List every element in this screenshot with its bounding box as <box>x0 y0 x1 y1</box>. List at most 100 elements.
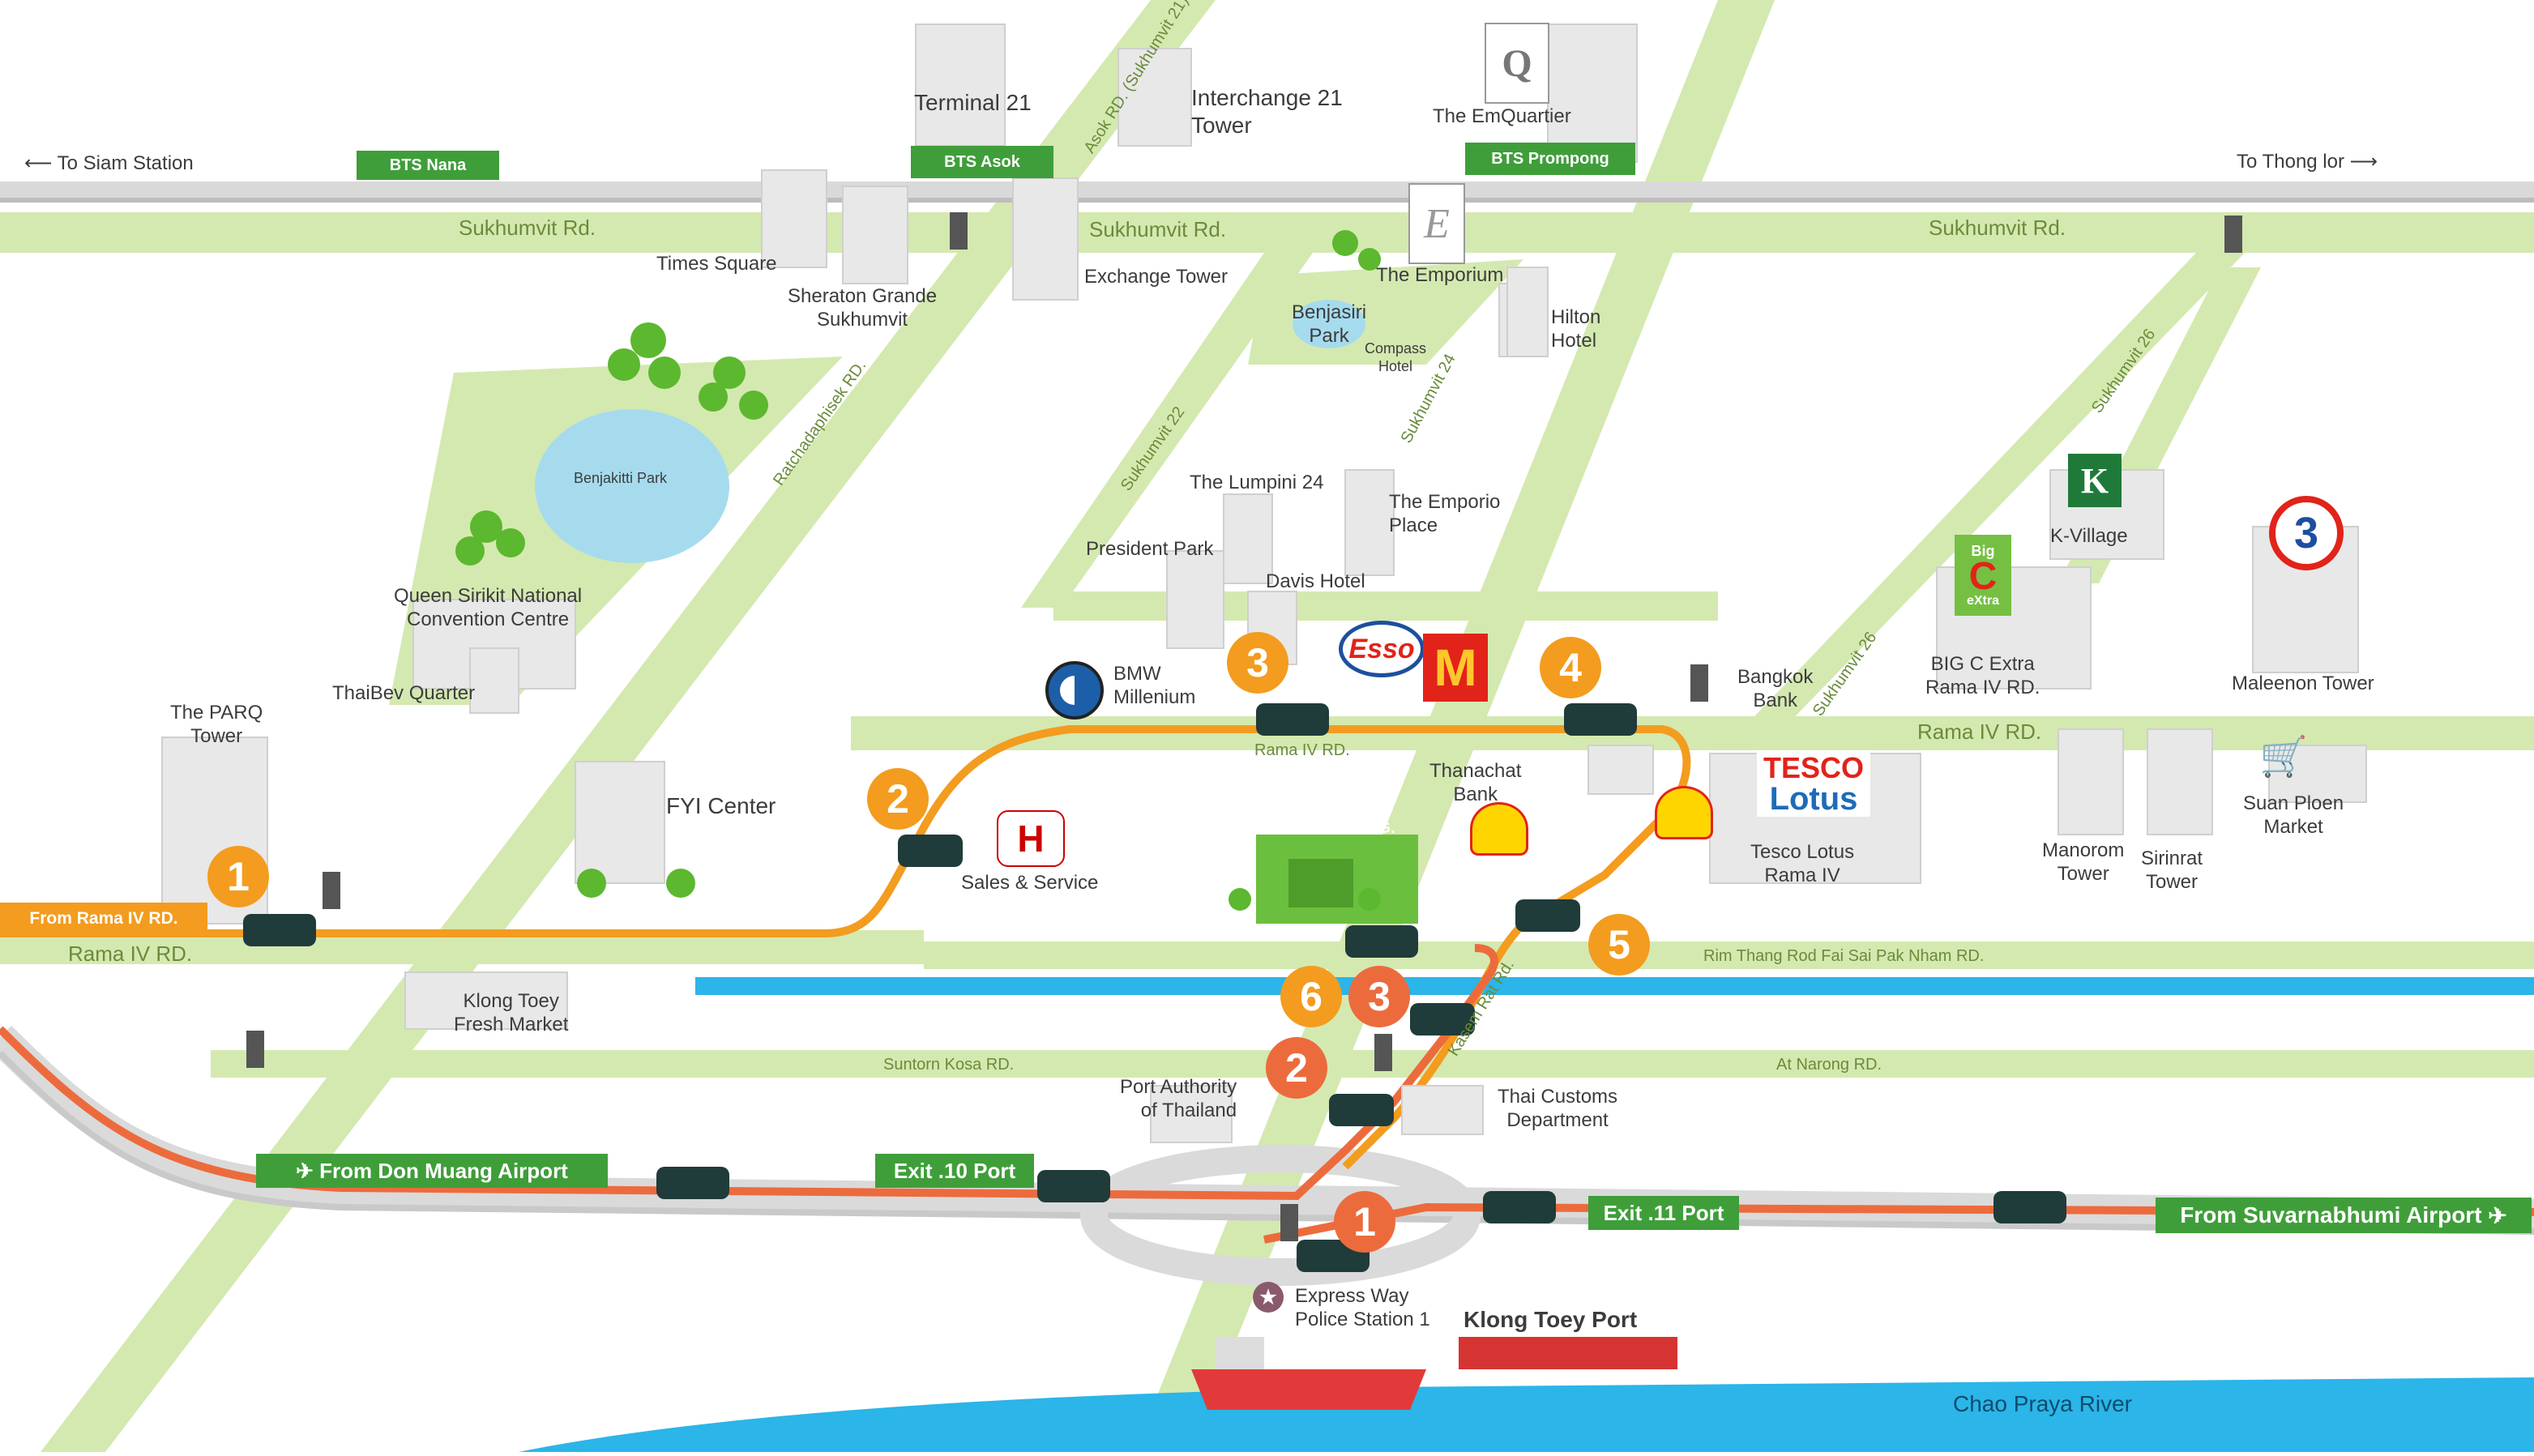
airplane-icon: ✈ <box>2481 1202 2507 1228</box>
route-step-4-badge: 4 <box>1540 637 1601 698</box>
car-icon <box>1483 1191 1556 1223</box>
rama4-label-right: Rama IV RD. <box>1917 719 2042 744</box>
port-ship <box>1191 1337 1677 1410</box>
benjakitti-lake <box>535 409 729 563</box>
terminal21-building <box>915 23 1006 147</box>
emquartier-logo: Q <box>1485 23 1549 104</box>
traffic-light-icon <box>1690 664 1708 702</box>
fyi-label: FYI Center <box>666 793 776 818</box>
trees <box>455 230 1381 911</box>
honda-logo: H <box>997 810 1065 867</box>
rama4-label-mid: Rama IV RD. <box>1254 741 1350 759</box>
emporium-logo: E <box>1408 183 1465 264</box>
suntorn-kosa-label: Suntorn Kosa RD. <box>883 1056 1015 1074</box>
traffic-lights <box>246 212 2242 1241</box>
police-star-icon: ★ <box>1253 1282 1284 1313</box>
car-icon <box>1410 1003 1475 1035</box>
bts-track <box>0 181 2534 203</box>
fyi-building <box>575 761 665 884</box>
cars <box>243 703 2066 1272</box>
traffic-light-icon <box>1374 1034 1392 1071</box>
president-park-building <box>1166 550 1224 649</box>
lumpini24-label: The Lumpini 24 <box>1190 472 1324 493</box>
sukhumvit-label-2: Sukhumvit Rd. <box>1089 217 1227 241</box>
thaibev-building <box>469 647 519 714</box>
expressway-step-3-badge: 3 <box>1348 966 1410 1027</box>
bts-nana-sign: BTS Nana <box>357 151 499 180</box>
route-step-5-badge: 5 <box>1588 914 1650 976</box>
bigc-logo: Big C eXtra <box>1955 535 2011 616</box>
tesco-logo: TESCO Lotus <box>1757 752 1870 817</box>
traffic-light-icon <box>2224 216 2242 253</box>
maleenon-label: Maleenon Tower <box>2232 672 2374 694</box>
interchange21-building <box>1117 48 1192 147</box>
car-icon <box>656 1167 729 1199</box>
bangkok-bank-building <box>1587 745 1654 795</box>
traffic-light-icon <box>1280 1204 1298 1241</box>
shell-logo-icon <box>1470 802 1528 856</box>
route-step-2-badge: 2 <box>867 768 929 830</box>
river <box>519 1377 2534 1452</box>
airplane-icon: ✈ <box>296 1158 320 1183</box>
car-icon <box>1256 703 1329 736</box>
rama4-label-left: Rama IV RD. <box>68 941 193 966</box>
president-park-label: President Park <box>1086 538 1214 560</box>
traffic-light-icon <box>323 872 340 909</box>
to-thonglor-label: To Thong lor ⟶ <box>2237 151 2378 173</box>
car-icon <box>1345 925 1418 958</box>
rim-thang-rod-road <box>924 941 2534 969</box>
klong-toey-port-label: Klong Toey Port <box>1464 1307 1638 1332</box>
sukhumvit-road <box>0 212 2534 253</box>
expressway-step-2-badge: 2 <box>1266 1037 1327 1099</box>
hilton-building <box>1506 267 1549 357</box>
kvillage-logo: K <box>2068 454 2122 507</box>
terminal21-label: Terminal 21 <box>914 90 1032 115</box>
davis-label: Davis Hotel <box>1266 570 1365 592</box>
lumpini24-building <box>1223 493 1273 584</box>
at-narong-label: At Narong RD. <box>1776 1056 1882 1074</box>
sukhumvit-label-1: Sukhumvit Rd. <box>459 216 596 240</box>
klong-toey-market-building <box>404 971 568 1030</box>
port-authority-building <box>1150 1085 1233 1143</box>
car-icon <box>1993 1191 2066 1223</box>
car-icon <box>1329 1094 1394 1126</box>
manorom-building <box>2058 728 2124 835</box>
emquartier-building <box>1547 23 1638 163</box>
bmw-logo <box>1045 661 1104 719</box>
from-suvarnabhumi-sign: From Suvarnabhumi Airport ✈ <box>2156 1198 2532 1233</box>
car-icon <box>1037 1170 1110 1202</box>
from-don-muang-sign: ✈ From Don Muang Airport <box>256 1154 608 1188</box>
emporium-label: The Emporium <box>1376 264 1504 286</box>
sukhumvit-label-3: Sukhumvit Rd. <box>1929 216 2066 240</box>
route-step-6-badge: 6 <box>1280 966 1342 1027</box>
rompo-building <box>1256 835 1418 924</box>
route-step-1-badge: 1 <box>207 846 269 907</box>
route-step-3-badge: 3 <box>1227 632 1288 694</box>
times-square-label: Times Square <box>656 253 777 275</box>
bts-prompong-sign: BTS Prompong <box>1465 143 1635 175</box>
honda-label: Sales & Service <box>961 872 1099 894</box>
connector-road <box>1053 591 1718 621</box>
shell-logo-icon <box>1655 786 1713 839</box>
esso-logo: Esso <box>1339 621 1425 677</box>
emquartier-label: The EmQuartier <box>1433 105 1571 127</box>
exchange-tower-label: Exchange Tower <box>1084 266 1228 288</box>
